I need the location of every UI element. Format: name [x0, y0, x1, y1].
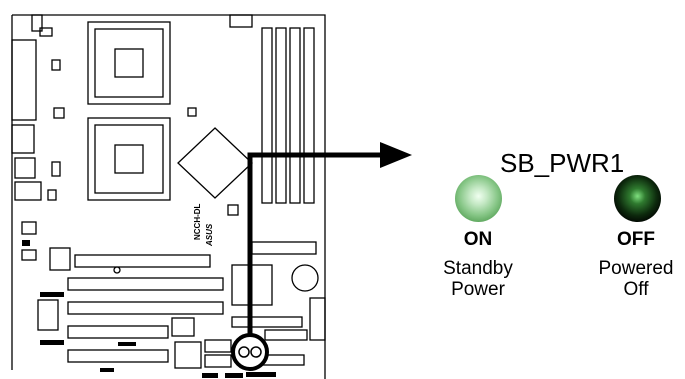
connector — [251, 241, 317, 255]
pin-header — [246, 372, 276, 377]
pin-header — [225, 373, 243, 378]
pin-header — [40, 292, 64, 297]
pci-slot — [74, 254, 211, 268]
cpu-socket — [94, 28, 164, 98]
pci-slot — [67, 349, 169, 363]
chip — [227, 204, 239, 216]
callout-arrowhead — [380, 142, 412, 168]
off-state-title: OFF — [617, 229, 655, 250]
connector — [309, 297, 326, 341]
chip — [21, 221, 37, 235]
sb-pwr1-led-pad — [250, 346, 262, 358]
chip — [37, 299, 59, 331]
chip — [171, 317, 195, 337]
pin-header — [40, 340, 64, 345]
chip — [174, 341, 202, 369]
board-brand: ASUS — [205, 223, 214, 247]
chip — [187, 107, 197, 117]
dimm-slot — [289, 27, 301, 204]
off-state-desc-line2: Off — [623, 279, 649, 300]
sb-pwr1-highlight-ring — [231, 333, 269, 371]
on-state-desc-line1: Standby — [443, 258, 513, 279]
on-state-desc-line2: Power — [451, 279, 505, 300]
pin-header — [202, 373, 218, 378]
sb-pwr1-led-pad — [238, 346, 250, 358]
pci-slot — [67, 325, 169, 339]
led-on-icon — [455, 175, 502, 222]
pin-header — [100, 368, 114, 372]
battery — [291, 264, 319, 292]
pci-slot — [67, 277, 224, 291]
io-port — [11, 124, 35, 154]
io-port — [51, 161, 61, 177]
io-port — [47, 189, 57, 201]
chip — [204, 354, 232, 368]
connector — [231, 316, 303, 328]
dimm-slot — [303, 27, 315, 204]
pci-slot — [67, 301, 224, 315]
io-port — [31, 14, 43, 32]
cpu-socket — [114, 48, 144, 78]
chip — [49, 247, 71, 271]
cpu-socket — [114, 144, 144, 174]
on-state-title: ON — [463, 229, 493, 250]
io-port — [14, 181, 42, 201]
off-state-desc-line1: Powered — [598, 258, 674, 279]
mount-hole — [113, 266, 121, 274]
io-port — [39, 27, 53, 37]
led-off-icon — [614, 175, 661, 222]
io-port — [11, 39, 37, 121]
io-port — [51, 59, 61, 71]
cpu-socket — [87, 21, 171, 105]
pin-header — [118, 342, 136, 346]
io-port — [14, 157, 36, 179]
chip — [204, 339, 232, 353]
connector — [229, 14, 253, 28]
cpu-socket — [87, 117, 171, 201]
callout-leader-line — [247, 152, 382, 335]
dimm-slot — [275, 27, 287, 204]
cpu-socket — [94, 124, 164, 194]
chipset — [177, 127, 253, 199]
pin-header — [22, 240, 30, 246]
sb-pwr1-label: SB_PWR1 — [500, 148, 625, 178]
chip — [21, 249, 37, 261]
io-port — [53, 107, 65, 119]
board-silkscreen: NCCH-DL — [193, 203, 202, 240]
connector — [264, 329, 308, 341]
dimm-slot — [261, 27, 273, 204]
